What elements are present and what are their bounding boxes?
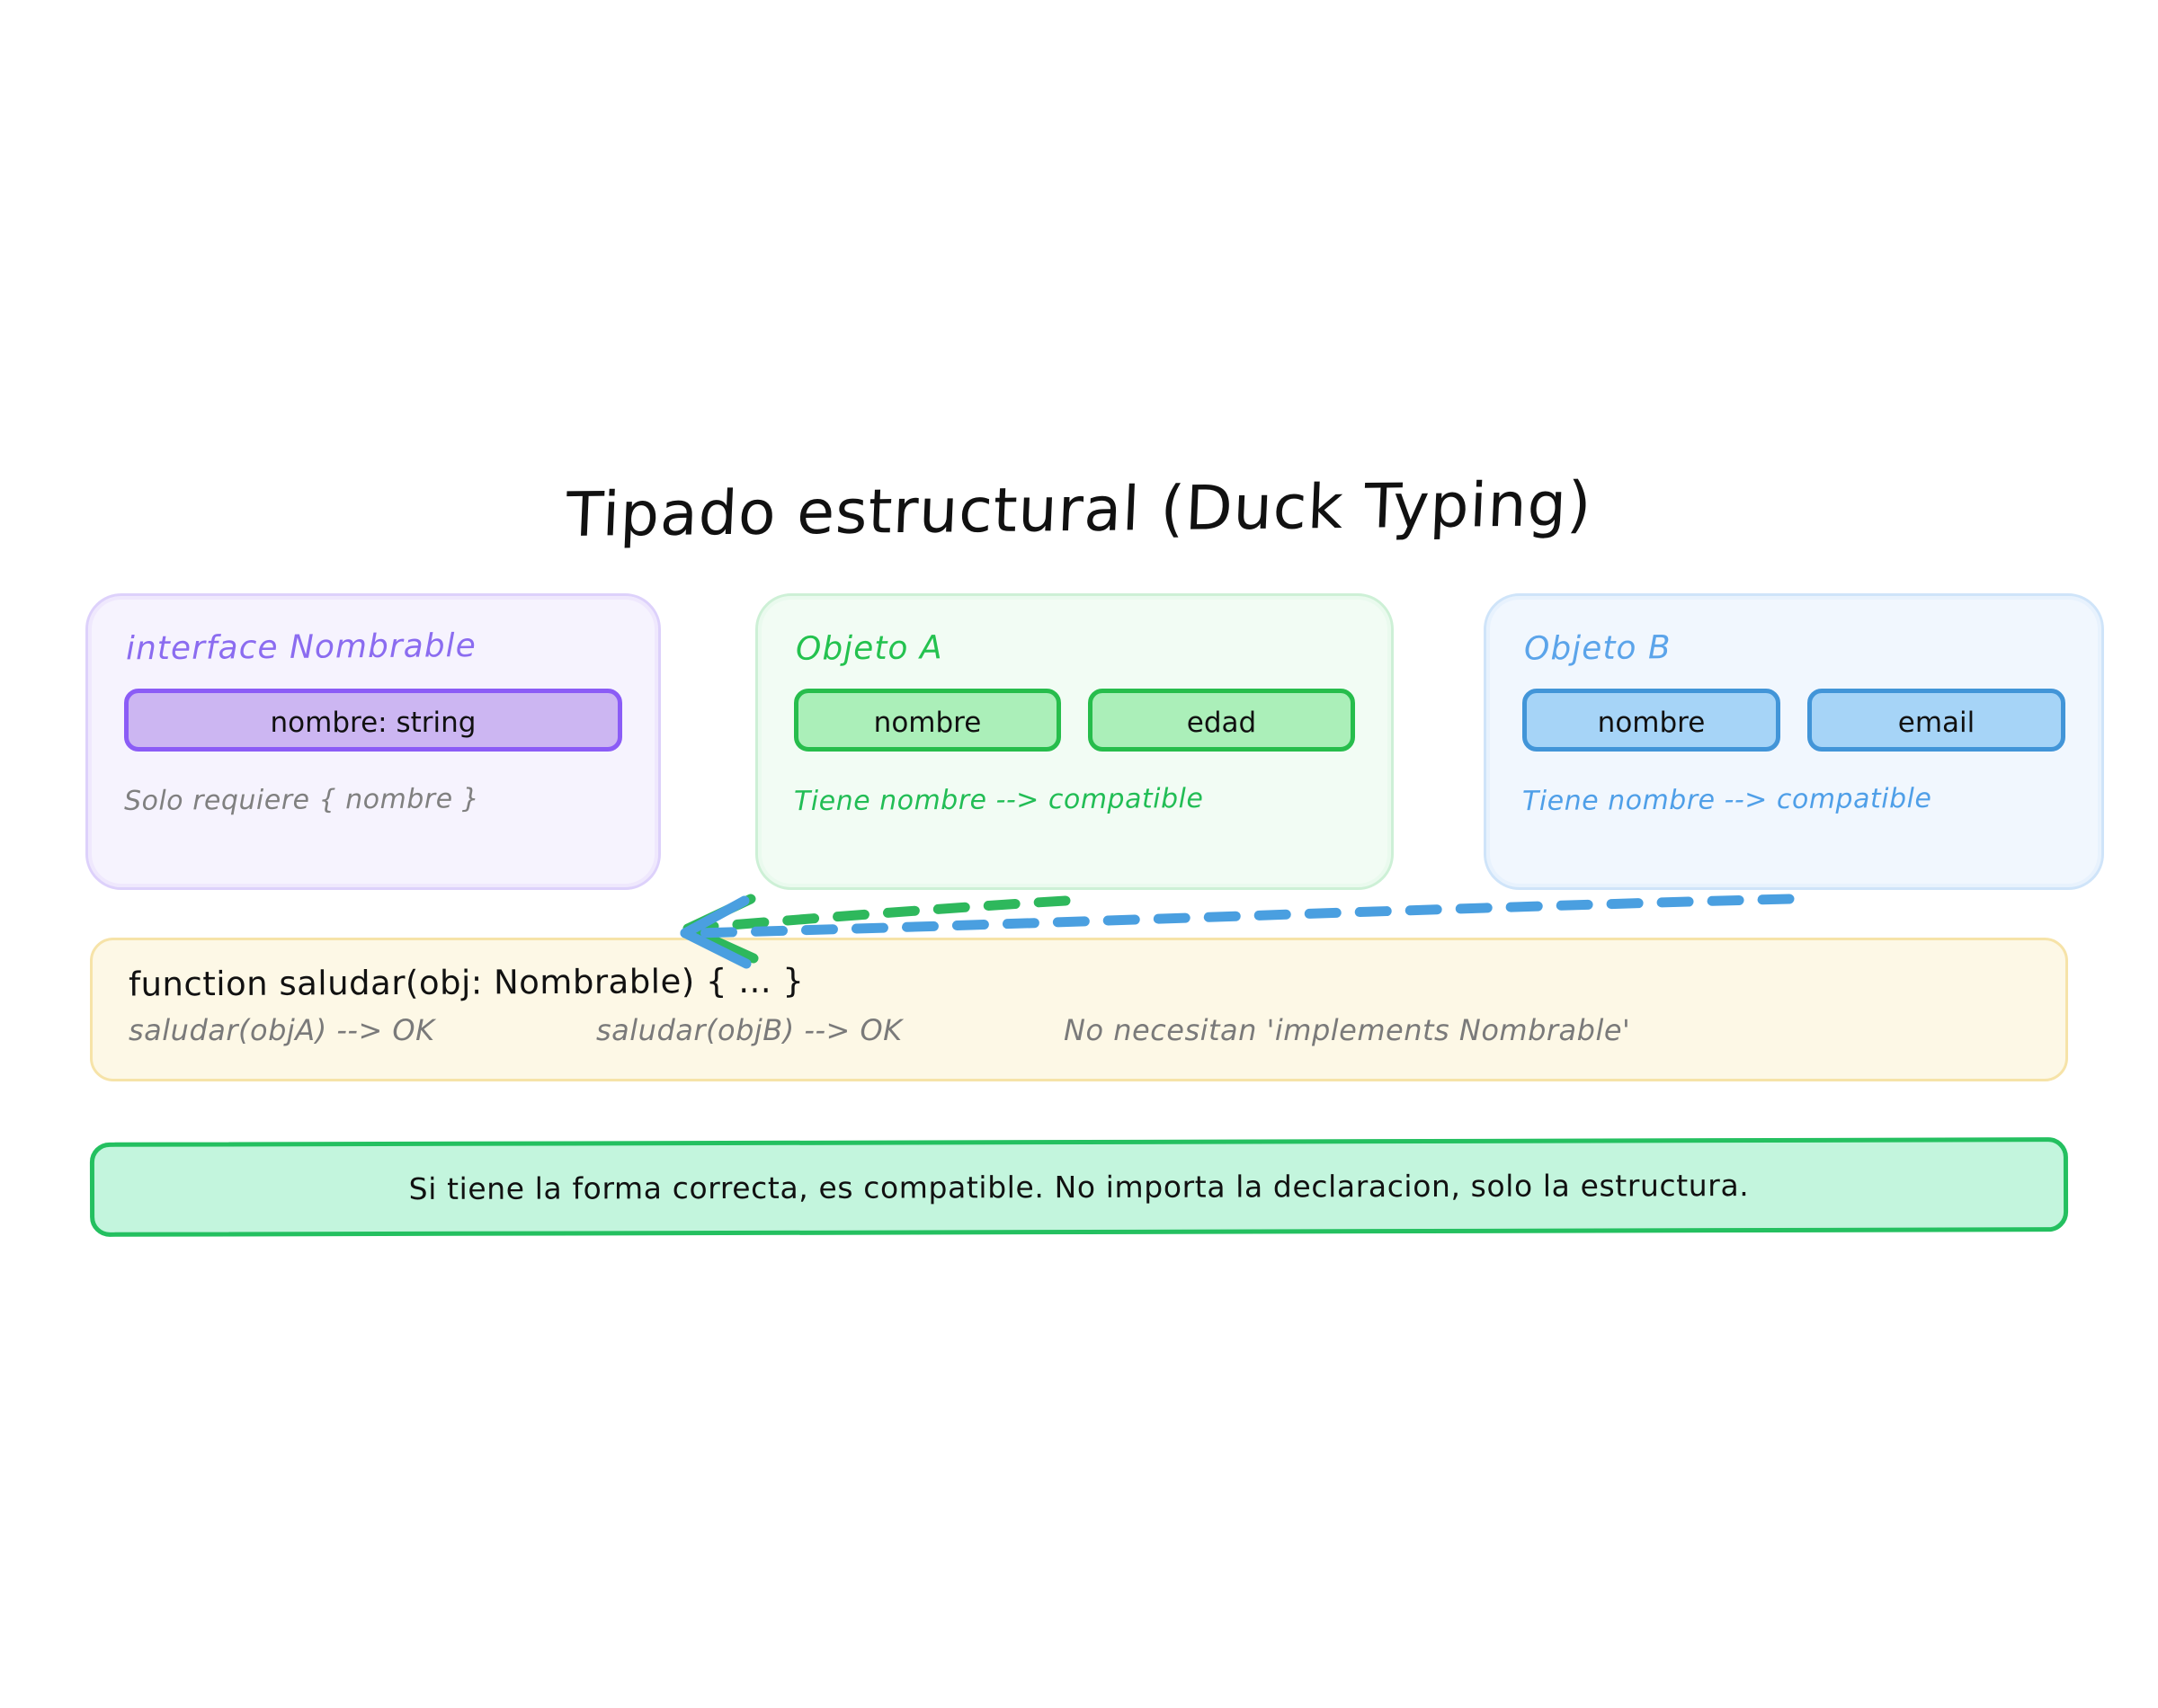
- summary-banner: Si tiene la forma correcta, es compatibl…: [89, 1137, 2069, 1237]
- card-interface-note: Solo requiere { nombre }: [123, 783, 480, 817]
- function-call-objb: saludar(objB) --> OK: [596, 1013, 903, 1047]
- page-title-wrapper: Tipado estructural (Duck Typing): [486, 469, 1672, 551]
- card-interface-fields: nombre: string: [124, 689, 622, 752]
- field-pill-nombre-string: nombre: string: [124, 689, 622, 752]
- card-objeto-a-note: Tiene nombre --> compatible: [793, 782, 1204, 818]
- card-objeto-b-note: Tiene nombre --> compatible: [1521, 782, 1932, 818]
- field-pill-nombre-a: nombre: [794, 689, 1061, 752]
- field-pill-edad: edad: [1088, 689, 1355, 752]
- function-remark: No necesitan 'implements Nombrable': [1064, 1013, 1631, 1047]
- card-objeto-b-fields: nombre email: [1522, 689, 2065, 752]
- card-objeto-a-fields: nombre edad: [794, 689, 1355, 752]
- field-pill-email: email: [1807, 689, 2065, 752]
- function-signature: function saludar(obj: Nombrable) { ... }: [128, 961, 805, 1004]
- card-interface-nombrable: interface Nombrable nombre: string Solo …: [85, 593, 661, 890]
- page-title: Tipado estructural (Duck Typing): [564, 469, 1594, 551]
- function-calls-row: saludar(objA) --> OK saludar(objB) --> O…: [129, 1013, 2029, 1047]
- function-call-obja: saludar(objA) --> OK: [129, 1013, 435, 1047]
- function-panel: function saludar(obj: Nombrable) { ... }…: [90, 938, 2068, 1081]
- card-objeto-a: Objeto A nombre edad Tiene nombre --> co…: [755, 593, 1394, 890]
- card-objeto-a-title: Objeto A: [795, 629, 943, 668]
- summary-banner-text: Si tiene la forma correcta, es compatibl…: [408, 1168, 1750, 1206]
- card-interface-title: interface Nombrable: [125, 627, 477, 668]
- field-pill-nombre-b: nombre: [1522, 689, 1780, 752]
- card-objeto-b-title: Objeto B: [1523, 629, 1672, 668]
- card-objeto-b: Objeto B nombre email Tiene nombre --> c…: [1484, 593, 2104, 890]
